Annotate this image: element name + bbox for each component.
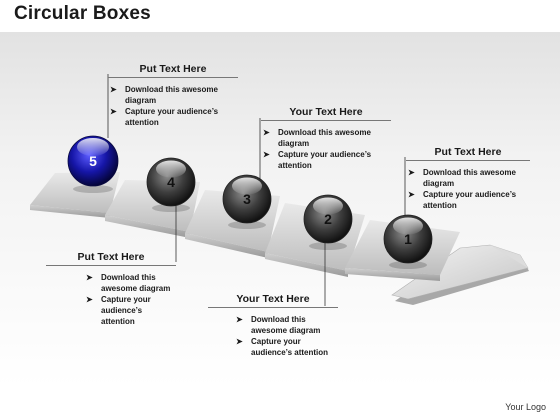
step-number-1: 1 [404,231,412,247]
step-sphere-1: 1 [383,214,433,269]
callout-step-3: Your Text Here ➤Download this awesome di… [261,106,391,171]
bullet-arrow-icon: ➤ [408,168,415,177]
bullet-arrow-icon: ➤ [263,128,270,137]
bullet-item: ➤Download this awesome diagram [263,128,371,148]
bullet-item: ➤Download this awesome diagram [236,315,321,335]
step-sphere-2: 2 [303,194,353,250]
bullet-arrow-icon: ➤ [236,337,243,346]
callout-heading: Your Text Here [261,106,391,121]
step-sphere-5: 5 [67,135,119,193]
callout-step-4: Put Text Here ➤Download this awesome dia… [46,251,176,327]
footer-logo-text: Your Logo [505,402,546,412]
step-number-5: 5 [89,153,97,169]
bullet-arrow-icon: ➤ [263,150,270,159]
bullet-item: ➤Capture your audience’s attention [86,295,151,326]
callout-heading: Put Text Here [46,251,176,266]
step-sphere-4: 4 [146,157,196,212]
callout-bullets: ➤Download this awesome diagram ➤Capture … [261,127,391,171]
bullet-arrow-icon: ➤ [408,190,415,199]
callout-bullets: ➤Download this awesome diagram ➤Capture … [234,314,338,358]
bullet-item: ➤Capture your audience’s attention [263,150,372,170]
bullet-arrow-icon: ➤ [110,85,117,94]
bullet-arrow-icon: ➤ [86,295,93,304]
callout-bullets: ➤Download this awesome diagram ➤Capture … [406,167,530,211]
step-number-2: 2 [324,211,332,227]
bullet-item: ➤Download this awesome diagram [110,85,218,105]
callout-step-5: Put Text Here ➤Download this awesome dia… [108,63,238,128]
callout-heading: Put Text Here [406,146,530,161]
step-number-4: 4 [167,174,175,190]
bullet-item: ➤Download this awesome diagram [86,273,171,293]
step-sphere-3: 3 [222,174,272,229]
bullet-item: ➤Capture your audience’s attention [110,107,219,127]
bullet-arrow-icon: ➤ [236,315,243,324]
step-number-3: 3 [243,191,251,207]
bullet-item: ➤Download this awesome diagram [408,168,516,188]
callout-heading: Your Text Here [208,293,338,308]
bullet-arrow-icon: ➤ [110,107,117,116]
bullet-arrow-icon: ➤ [86,273,93,282]
bullet-item: ➤Capture your audience’s attention [236,337,329,357]
bullet-item: ➤Capture your audience’s attention [408,190,517,210]
callout-step-1: Put Text Here ➤Download this awesome dia… [406,146,530,211]
callout-bullets: ➤Download this awesome diagram ➤Capture … [108,84,238,128]
callout-bullets: ➤Download this awesome diagram ➤Capture … [84,272,176,327]
arrow-head [391,244,529,305]
callout-heading: Put Text Here [108,63,238,78]
page-title: Circular Boxes [14,3,151,24]
callout-step-2: Your Text Here ➤Download this awesome di… [208,293,338,358]
